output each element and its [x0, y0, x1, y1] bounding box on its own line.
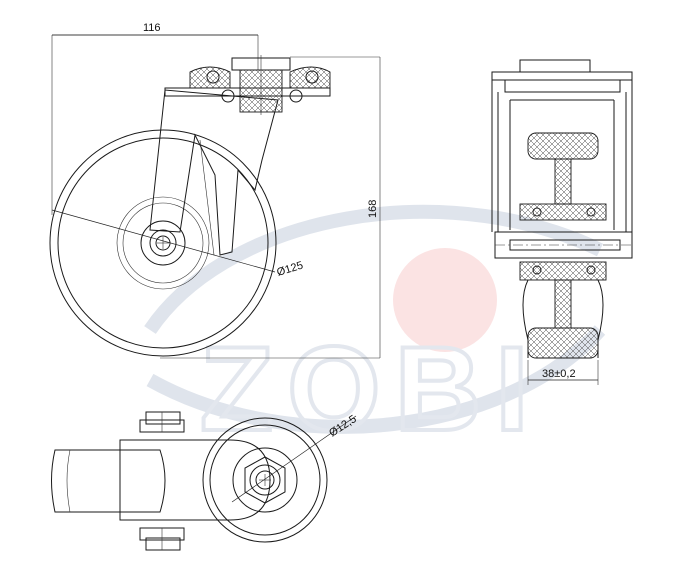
fork-side	[149, 89, 279, 256]
dim-116-label: 116	[143, 22, 161, 34]
watermark-logo: ZOBI	[144, 204, 606, 458]
dim-116: 116	[52, 22, 258, 36]
dim-168: 168	[367, 200, 379, 218]
front-view: 38±0,2	[491, 59, 633, 385]
dim-tread-width-label: 38±0,2	[542, 368, 576, 380]
axle-section	[494, 207, 633, 275]
wheel-side	[49, 129, 277, 357]
top-plate-side	[164, 55, 331, 115]
side-view: 116 168 Ø125	[49, 22, 381, 359]
dim-diameter-wheel-label: Ø125	[275, 260, 304, 279]
dim-168-label: 168	[367, 200, 379, 218]
watermark-text: ZOBI	[200, 322, 543, 456]
dim-tread-width: 38±0,2	[527, 360, 599, 385]
wheel-section	[519, 132, 607, 359]
